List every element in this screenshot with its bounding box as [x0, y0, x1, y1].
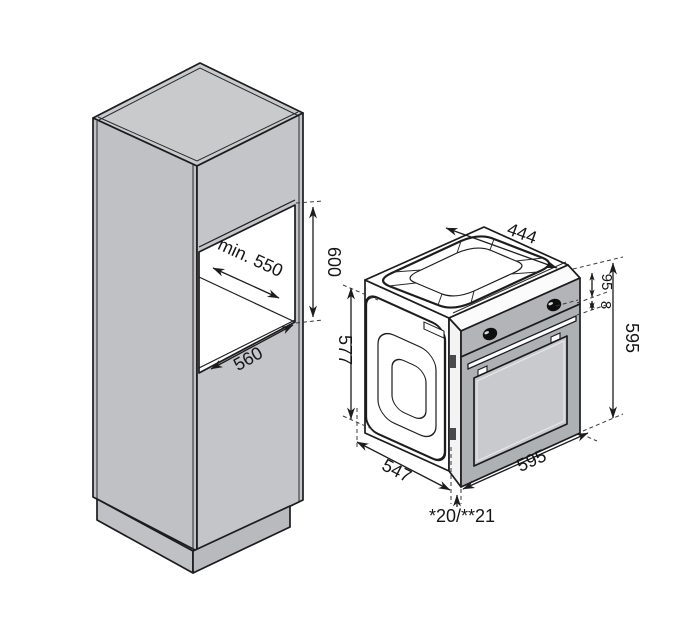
cabinet-top-edge-line: [97, 111, 299, 162]
oven-knob-left: [482, 327, 498, 341]
dim-line-niche-width: [210, 324, 294, 370]
dim-body-depth-label: 547: [379, 455, 415, 486]
oven-hinge-upper: [450, 355, 456, 368]
dim-line-niche-depth: [212, 267, 280, 299]
dim-line-body-depth: [356, 441, 451, 491]
dim-line-top-recess-width: [445, 227, 558, 269]
cabinet-plinth-front: [192, 505, 291, 574]
dim-ext-line: [582, 413, 624, 432]
cabinet-left-face: [92, 117, 198, 552]
dim-line-front-width: [462, 432, 589, 490]
side-panel-mount-tab: [423, 321, 445, 339]
dim-front-height-label: 595: [622, 323, 642, 353]
oven-side-emboss: [364, 295, 447, 462]
oven-drawing: [364, 226, 581, 488]
oven-knob-right: [546, 298, 562, 312]
oven-door-handle: [467, 314, 577, 371]
dim-ext-line: [295, 200, 324, 204]
oven-top-rim-line: [452, 261, 567, 314]
dim-ext-line: [572, 256, 624, 270]
oven-hinge-lower: [450, 428, 456, 440]
cabinet-top-edge-line: [96, 67, 300, 122]
side-panel-emboss-inner: [391, 358, 427, 420]
dim-door-protrusion-label: *20/**21: [429, 506, 495, 526]
dim-ext-line: [295, 319, 324, 324]
niche-shelf-top-edge: [198, 199, 296, 248]
dim-body-height-label: 577: [335, 335, 355, 365]
dim-panel-height-label: 95: [598, 274, 615, 291]
cabinet-drawing: [92, 62, 304, 574]
dim-niche-height-label: 600: [324, 247, 344, 277]
dim-ext-line: [555, 299, 579, 307]
dim-panel-gap-label: 8: [597, 301, 614, 309]
dim-ext-line: [342, 284, 379, 301]
plinth-edge-line: [289, 499, 304, 507]
